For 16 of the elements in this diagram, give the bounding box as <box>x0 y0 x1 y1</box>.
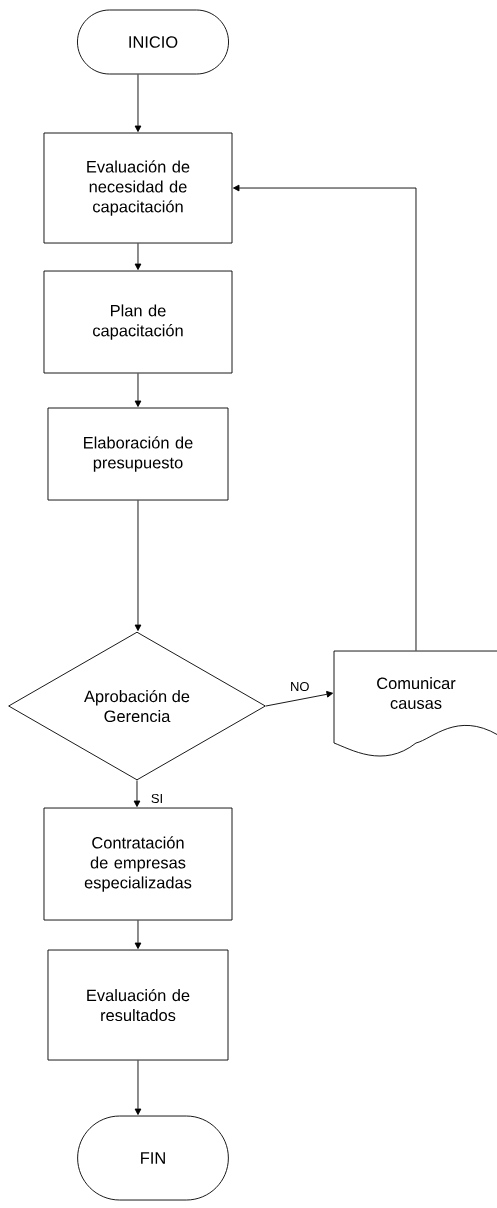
arrow <box>134 1060 142 1115</box>
arrow <box>265 690 333 707</box>
arrow <box>134 373 142 407</box>
process-box: Contratación de empresas especializadas <box>43 807 233 921</box>
process-box: Evaluación de necesidad de capacitación <box>43 132 233 244</box>
arrow <box>233 184 417 652</box>
edge-label: NO <box>289 680 311 693</box>
process-box: Plan de capacitación <box>43 270 233 374</box>
arrow <box>133 780 141 807</box>
arrow <box>134 74 142 132</box>
process-box: Evaluación de resultados <box>47 949 229 1061</box>
arrow <box>134 920 142 949</box>
arrow <box>134 243 142 270</box>
process-box: Elaboración de presupuesto <box>47 407 229 501</box>
arrow <box>134 500 142 631</box>
edge-label: SI <box>149 792 165 805</box>
